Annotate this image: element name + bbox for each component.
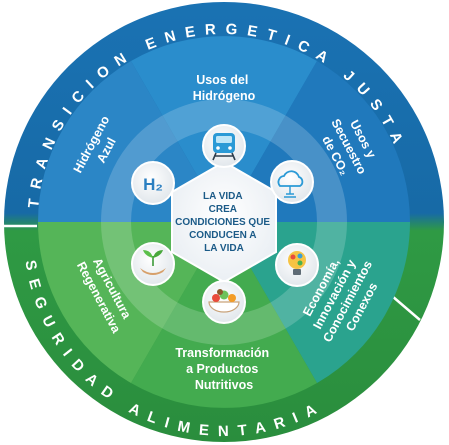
lightbulb-icon	[275, 243, 319, 287]
label-transformacion-productos: Transformación a Productos Nutritivos	[175, 346, 272, 392]
segment-hidrogeno-azul-bg	[38, 61, 224, 222]
cloud-co2-icon	[270, 160, 314, 204]
segment-economia-bg	[224, 222, 410, 383]
h2-icon: H₂	[131, 161, 175, 205]
inner-ring	[101, 99, 347, 345]
center-text: LA VIDA CREA CONDICIONES QUE CONDUCEN A …	[175, 191, 273, 254]
label-usos-hidrogeno: Usos del Hidrógeno	[193, 73, 256, 103]
segment-agricultura-bg	[38, 222, 224, 383]
outer-ring-divider-right	[391, 295, 421, 321]
seedling-hands-icon	[131, 242, 175, 286]
food-bowl-icon	[202, 280, 246, 324]
h2-label: H₂	[143, 175, 163, 194]
train-icon	[202, 124, 246, 168]
